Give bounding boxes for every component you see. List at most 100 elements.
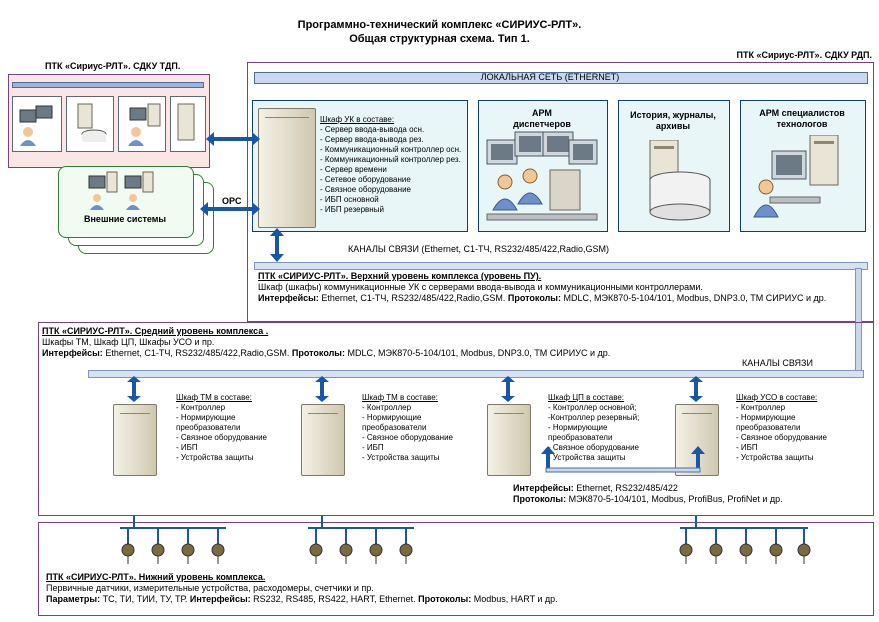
upper-interfaces-label: Интерфейсы: [258, 293, 319, 303]
cabinet-item: преобразователи [176, 423, 241, 432]
middle-interfaces-label: Интерфейсы: [42, 348, 103, 358]
title-line2: Общая структурная схема. Тип 1. [349, 33, 530, 45]
title-line1: Программно-технический комплекс «СИРИУС-… [297, 19, 582, 31]
cp-uso-field-bus [541, 446, 705, 473]
cabinet-title: Шкаф ТМ в составе: [176, 393, 252, 402]
cabinet-item: - Устройства защиты [736, 453, 814, 462]
lower-params: ТС, ТИ, ТИИ, ТУ, ТР. [100, 594, 188, 604]
lower-level-title: ПТК «СИРИУС-РЛТ». Нижний уровень комплек… [46, 572, 266, 582]
lower-level-frame [38, 522, 874, 616]
middle-level-title: ПТК «СИРИУС-РЛТ». Средний уровень компле… [42, 326, 269, 336]
field-bus-interfaces-label: Интерфейсы: [513, 483, 574, 493]
lower-interfaces-label: Интерфейсы: [187, 594, 251, 604]
cabinet-item: преобразователи [362, 423, 427, 432]
uk-server-cabinet-icon [258, 108, 316, 228]
field-bus-protocols: Протоколы: МЭК870-5-104/101, Modbus, Pro… [513, 494, 853, 505]
cabinet-item: - Связное оборудование [176, 433, 267, 442]
middle-interfaces: Ethernet, С1-ТЧ, RS232/485/422,Radio,GSM… [102, 348, 290, 358]
middle-level-text: ПТК «СИРИУС-РЛТ». Средний уровень компле… [42, 326, 802, 359]
lower-level-specs: Параметры: ТС, ТИ, ТИИ, ТУ, ТР. Интерфей… [46, 594, 866, 605]
external-to-uk-arrow [200, 202, 260, 216]
field-bus-interfaces: Интерфейсы: Ethernet, RS232/485/422 [513, 483, 853, 494]
cabinet-item: - Устройства защиты [176, 453, 254, 462]
ethernet-label: ЛОКАЛЬНАЯ СЕТЬ (ETHERNET) [480, 72, 620, 82]
tdp-to-uk-arrow [206, 132, 260, 146]
opc-label: OPC [222, 196, 242, 206]
tdp-workstation-1 [12, 96, 62, 152]
cabinet-item: - Связное оборудование [362, 433, 453, 442]
cabinet-item: - ИБП [736, 443, 758, 452]
uso-cabinet-contents: Шкаф УСО в составе: - Контроллер - Норми… [736, 393, 827, 463]
upper-level-specs: Интерфейсы: Ethernet, С1-ТЧ, RS232/485/4… [258, 293, 868, 304]
cp-cabinet-icon [487, 404, 531, 476]
uk-item: - Связное оборудование [320, 185, 411, 194]
rdp-label: ПТК «Сириус-РЛТ». СДКУ РДП. [736, 50, 873, 60]
cabinet-item: - ИБП [176, 443, 198, 452]
cabinet-item: - Связное оборудование [548, 443, 639, 452]
middle-channels-label: КАНАЛЫ СВЯЗИ [742, 358, 813, 368]
tm-cabinet-1-contents: Шкаф ТМ в составе: - Контроллер - Нормир… [176, 393, 267, 463]
lower-params-label: Параметры: [46, 594, 101, 604]
cabinet-item: - Контроллер [362, 403, 412, 412]
field-bus-protocols-value: МЭК870-5-104/101, Modbus, ProfiBus, Prof… [566, 494, 783, 504]
field-bus-protocols-label: Протоколы: [513, 494, 567, 504]
cabinet-title: Шкаф ТМ в составе: [362, 393, 438, 402]
sensor-group-3 [679, 516, 811, 564]
uk-item: - ИБП резервный [320, 205, 384, 214]
uk-item: - Сетевое оборудование [320, 175, 411, 184]
cabinet-title: Шкаф ЦП в составе: [548, 393, 625, 402]
uk-item: - Сервер ввода-вывода осн. [320, 125, 425, 134]
cabinet-connectors [127, 376, 703, 402]
cabinet-item: - Нормирующие [736, 413, 796, 422]
middle-level-specs: Интерфейсы: Ethernet, С1-ТЧ, RS232/485/4… [42, 348, 802, 359]
tm-cabinet-2-icon [301, 404, 345, 476]
tm-cabinet-2-contents: Шкаф ТМ в составе: - Контроллер - Нормир… [362, 393, 453, 463]
cabinet-item: -Контроллер резервный; [548, 413, 640, 422]
tdp-equipment-icons [19, 103, 195, 146]
tdp-label: ПТК «Сириус-РЛТ». СДКУ ТДП. [45, 61, 181, 71]
uk-contents: Шкаф УК в составе: - Сервер ввода-вывода… [320, 115, 461, 215]
field-bus-interfaces-value: Ethernet, RS232/485/422 [573, 483, 678, 493]
cabinet-item: - Нормирующие [362, 413, 422, 422]
external-systems-label: Внешние системы [84, 214, 167, 224]
uk-item: - Сервер времени [320, 165, 387, 174]
upper-protocols: MDLC, МЭК870-5-104/101, Modbus, DNP3.0, … [561, 293, 827, 303]
cabinet-item: - Контроллер [736, 403, 786, 412]
upper-interfaces: Ethernet, С1-ТЧ, RS232/485/422,Radio,GSM… [318, 293, 506, 303]
archive-label: История, журналы, архивы [630, 110, 716, 131]
uk-item: - Сервер ввода-вывода рез. [320, 135, 424, 144]
upper-level-title: ПТК «СИРИУС-РЛТ». Верхний уровень компле… [258, 271, 542, 281]
middle-protocols-label: Протоколы: [289, 348, 345, 358]
cabinet-item: - Контроллер основной; [548, 403, 637, 412]
sensor-group-1 [120, 516, 226, 564]
cabinet-item: - Устройства защиты [362, 453, 440, 462]
uk-to-channel-connector [270, 228, 284, 262]
upper-channel-bar [254, 262, 868, 270]
dispatcher-label: АРМ диспетчеров [513, 108, 571, 129]
cabinet-title: Шкаф УСО в составе: [736, 393, 818, 402]
uk-title: Шкаф УК в составе: [320, 115, 395, 124]
cabinet-item: преобразователи [736, 423, 801, 432]
uk-item: - ИБП основной [320, 195, 379, 204]
lower-level-text: ПТК «СИРИУС-РЛТ». Нижний уровень комплек… [46, 572, 866, 605]
uk-item: - Коммуникационный контроллер осн. [320, 145, 462, 154]
cabinet-item: преобразователи [548, 433, 613, 442]
diagram-title: Программно-технический комплекс «СИРИУС-… [0, 18, 879, 46]
cabinet-item: - ИБП [362, 443, 384, 452]
cabinet-item: - Нормирующие [548, 423, 608, 432]
middle-channel-bar [88, 370, 864, 378]
sensor-group-2 [308, 516, 414, 564]
cp-cabinet-contents: Шкаф ЦП в составе: - Контроллер основной… [548, 393, 639, 463]
cabinet-item: - Связное оборудование [736, 433, 827, 442]
rdp-frame [247, 62, 874, 322]
upper-level-desc: Шкаф (шкафы) коммуникационные УК с серве… [258, 282, 703, 292]
upper-protocols-label: Протоколы: [505, 293, 561, 303]
ethernet-bar [254, 72, 868, 84]
tdp-bus [12, 82, 204, 88]
cabinet-item: - Устройства защиты [548, 453, 626, 462]
cabinet-item: - Контроллер [176, 403, 226, 412]
lower-protocols: Modbus, HART и др. [471, 594, 558, 604]
technologist-label: АРМ специалистов технологов [759, 108, 845, 129]
lower-interfaces: RS232, RS485, RS422, HART, Ethernet. [250, 594, 416, 604]
lower-protocols-label: Протоколы: [415, 594, 472, 604]
